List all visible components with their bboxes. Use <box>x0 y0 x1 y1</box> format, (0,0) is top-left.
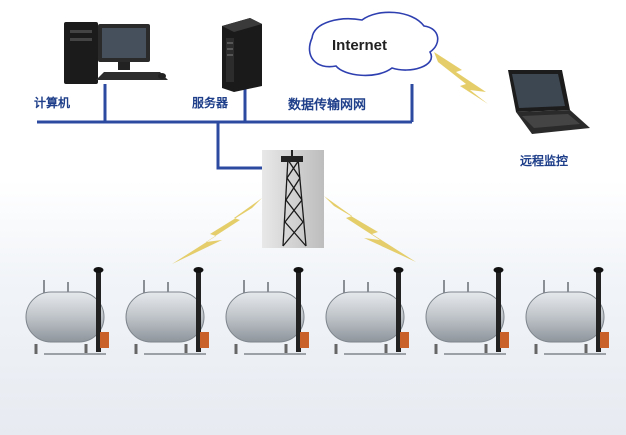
server-icon <box>222 18 262 92</box>
tank-row <box>25 267 609 355</box>
tank-unit <box>25 267 109 355</box>
internet-label: Internet <box>332 37 388 54</box>
computer-icon <box>64 22 168 84</box>
laptop-icon <box>508 70 590 134</box>
radio-tower-icon <box>262 150 324 248</box>
network-bus <box>37 84 414 170</box>
network-label: 数据传输网网 <box>288 98 367 113</box>
tank-unit <box>525 267 609 355</box>
wireless-link-icon <box>324 196 416 262</box>
wireless-link-icon <box>434 52 488 104</box>
server-label: 服务器 <box>192 96 229 110</box>
tank-unit <box>125 267 209 355</box>
tank-unit <box>225 267 309 355</box>
wireless-link-icon <box>172 198 262 264</box>
internet-cloud-icon <box>308 11 439 77</box>
tank-unit <box>325 267 409 355</box>
computer-label: 计算机 <box>34 96 71 110</box>
tank-unit <box>425 267 509 355</box>
remote-monitoring-label: 远程监控 <box>520 154 569 168</box>
